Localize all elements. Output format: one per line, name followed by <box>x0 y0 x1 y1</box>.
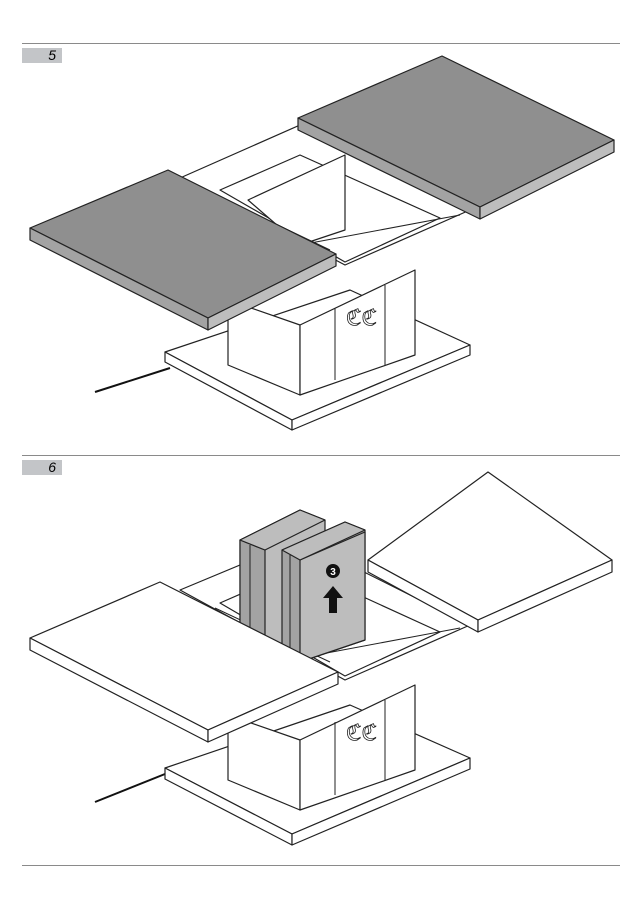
power-cable <box>94 367 171 393</box>
callout-badge <box>326 564 340 578</box>
logo-emblem-icon: ℭℭ <box>346 306 377 331</box>
logo-emblem-icon: ℭℭ <box>346 721 377 746</box>
section-divider-middle <box>22 455 620 456</box>
step-number-badge: 6 <box>22 460 62 475</box>
callout-number: 3 <box>330 567 336 578</box>
power-cable <box>94 771 171 803</box>
arrow-up-icon <box>323 586 343 613</box>
step-number-badge: 5 <box>22 48 62 63</box>
section-divider-top <box>22 43 620 44</box>
step-5-illustration: ℭℭ <box>29 55 615 431</box>
folded-extension-leaves <box>239 509 366 663</box>
step-6-illustration: ℭℭ 3 <box>29 471 613 846</box>
section-divider-bottom <box>22 865 620 866</box>
